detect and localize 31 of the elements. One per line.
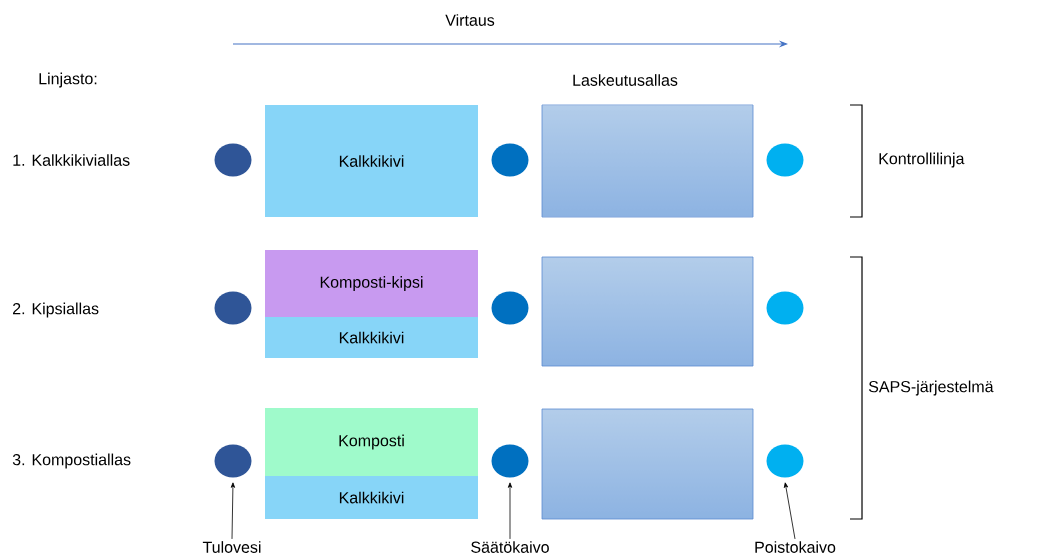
well-circle [491, 291, 529, 325]
layer-box: Komposti [265, 408, 478, 476]
well-circle [214, 143, 252, 177]
heading: Virtaus [445, 14, 495, 26]
well-circle [214, 444, 252, 478]
heading: Linjasto: [39, 72, 97, 88]
row-label: 2. Kipsiallas [13, 302, 99, 318]
bracket-label: Kontrollilinja [879, 152, 965, 168]
heading: Laskeutusallas [573, 74, 678, 86]
layer-box: Kalkkikivi [265, 476, 478, 519]
well-circle [491, 143, 529, 177]
well-circle [214, 291, 252, 325]
well-circle [491, 444, 529, 478]
well-circle [766, 143, 804, 177]
arrow [507, 482, 513, 540]
layer-box: Komposti-kipsi [265, 250, 478, 317]
well-circle [766, 291, 804, 325]
arrow [783, 482, 796, 540]
row-label: 1. Kalkkikiviallas [13, 154, 130, 166]
basin-box [541, 256, 754, 367]
basin-box [541, 408, 754, 520]
well-label: Säätökaivo [471, 541, 549, 553]
row-label: 3. Kompostiallas [12, 453, 131, 469]
arrow [230, 482, 236, 540]
well-circle [766, 444, 804, 478]
bracket-label: SAPS-järjestelmä [868, 380, 994, 396]
well-label: Tulovesi [202, 541, 261, 553]
basin-box [541, 104, 754, 218]
layer-box: Kalkkikivi [265, 317, 478, 358]
well-label: Poistokaivo [755, 541, 836, 553]
layer-box: Kalkkikivi [265, 105, 478, 217]
